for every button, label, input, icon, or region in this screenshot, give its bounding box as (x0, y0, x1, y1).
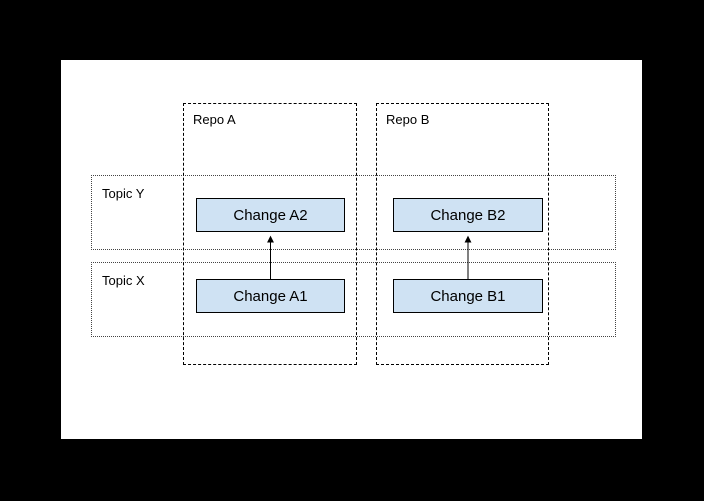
repo-b-label: Repo B (386, 112, 430, 127)
topic-x-label: Topic X (102, 273, 145, 288)
diagram-canvas: Topic Y Topic X Repo A Repo B Change A2 … (61, 60, 642, 439)
topic-y-lane: Topic Y (91, 175, 616, 250)
topic-y-label: Topic Y (102, 186, 145, 201)
repo-a-container: Repo A (183, 103, 357, 365)
change-a2-box: Change A2 (196, 198, 345, 232)
repo-b-container: Repo B (376, 103, 549, 365)
change-a1-box: Change A1 (196, 279, 345, 313)
change-b2-box: Change B2 (393, 198, 543, 232)
repo-a-label: Repo A (193, 112, 236, 127)
change-b1-box: Change B1 (393, 279, 543, 313)
topic-x-lane: Topic X (91, 262, 616, 337)
